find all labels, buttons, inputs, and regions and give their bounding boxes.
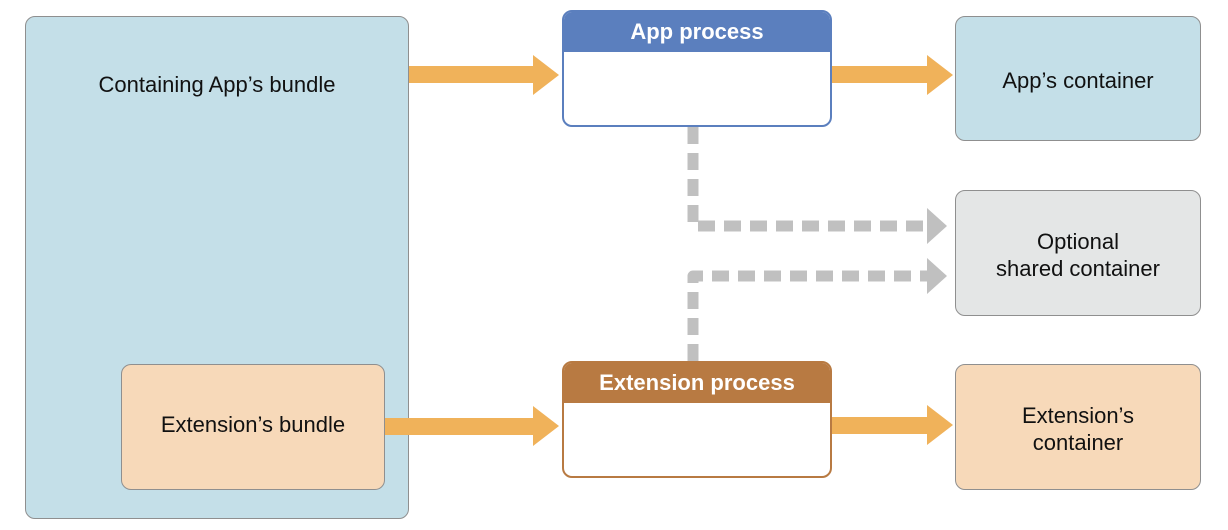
app-process-to-shared-arrow — [687, 127, 947, 244]
shared-container: Optional shared container — [955, 190, 1201, 316]
app-container: App’s container — [955, 16, 1201, 141]
extension-process-to-container-arrow — [832, 405, 953, 445]
extension-process-to-shared-arrow — [687, 258, 947, 361]
containing-app-bundle-label: Containing App’s bundle — [98, 72, 336, 97]
extension-process: Extension process — [562, 361, 832, 478]
extension-container-label-line2: container — [1032, 430, 1124, 455]
app-process: App process — [562, 10, 832, 127]
extension-process-title: Extension process — [564, 363, 830, 403]
app-process-to-container-arrow — [832, 55, 953, 95]
extension-bundle-to-process-arrow — [385, 406, 559, 446]
shared-container-label-line1: Optional — [1037, 229, 1119, 254]
app-process-title: App process — [564, 12, 830, 52]
shared-container-label-line2: shared container — [996, 256, 1160, 281]
extension-container-label-line1: Extension’s — [1021, 403, 1135, 428]
extension-container: Extension’s container — [955, 364, 1201, 490]
extension-bundle: Extension’s bundle — [121, 364, 385, 490]
bundle-to-app-process-arrow — [409, 55, 559, 95]
app-container-label: App’s container — [1002, 68, 1154, 93]
extension-bundle-label: Extension’s bundle — [160, 412, 346, 437]
